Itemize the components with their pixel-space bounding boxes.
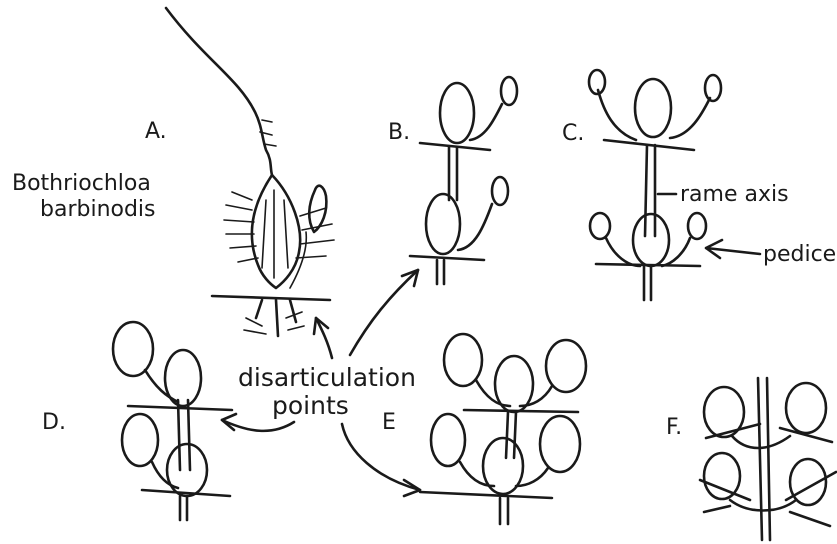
species-name-line1: Bothriochloa [12, 171, 151, 196]
panel-label-b: B. [388, 120, 410, 145]
panel-label-e: E [382, 410, 396, 435]
species-name-line2: barbinodis [40, 197, 156, 222]
arrow-to-e [342, 424, 420, 490]
panel-label-d: D. [42, 410, 66, 435]
pedicel-label: pedicel [763, 242, 837, 267]
panel-e-drawing [420, 334, 586, 524]
rame-axis-label: rame axis [680, 182, 789, 207]
panel-a-spikelet-drawing [166, 8, 334, 336]
panel-b-drawing [410, 77, 517, 284]
panel-f-drawing [700, 378, 836, 540]
arrow-to-b [350, 270, 418, 355]
panel-label-a: A. [145, 119, 167, 144]
disarticulation-label-line1: disarticulation [238, 363, 416, 392]
panel-label-f: F. [666, 415, 682, 440]
disarticulation-label-line2: points [272, 391, 349, 420]
panel-label-c: C. [562, 121, 584, 146]
panel-d-drawing [113, 322, 232, 520]
